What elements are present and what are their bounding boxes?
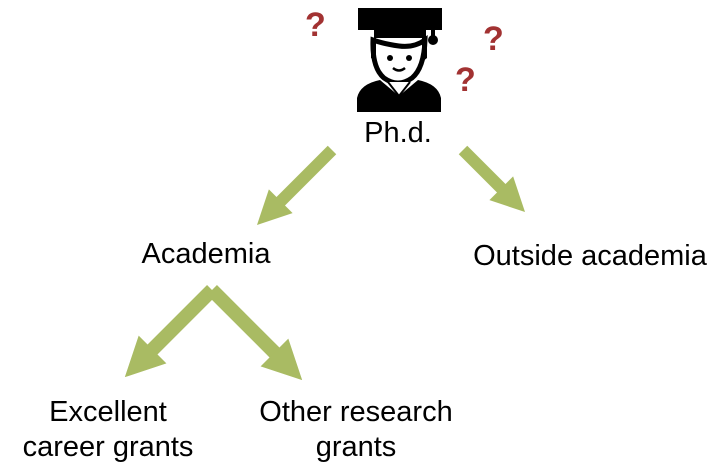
- node-other-line2: grants: [315, 431, 397, 463]
- question-mark-right: ?: [483, 20, 504, 58]
- root-label-phd: Ph.d.: [364, 117, 432, 149]
- node-academia: Academia: [141, 238, 271, 270]
- arrow-academia-to-other: [207, 285, 303, 381]
- node-excellent-line2: career grants: [22, 431, 194, 463]
- node-excellent-line1: Excellent: [49, 396, 167, 428]
- arrow-phd-to-outside: [458, 145, 526, 213]
- question-mark-left: ?: [305, 6, 326, 44]
- question-mark-middle: ?: [455, 61, 476, 99]
- node-outside-academia: Outside academia: [473, 240, 707, 272]
- node-other-line1: Other research: [259, 396, 453, 428]
- arrow-phd-to-academia: [256, 145, 337, 226]
- arrow-academia-to-excellent: [124, 285, 217, 378]
